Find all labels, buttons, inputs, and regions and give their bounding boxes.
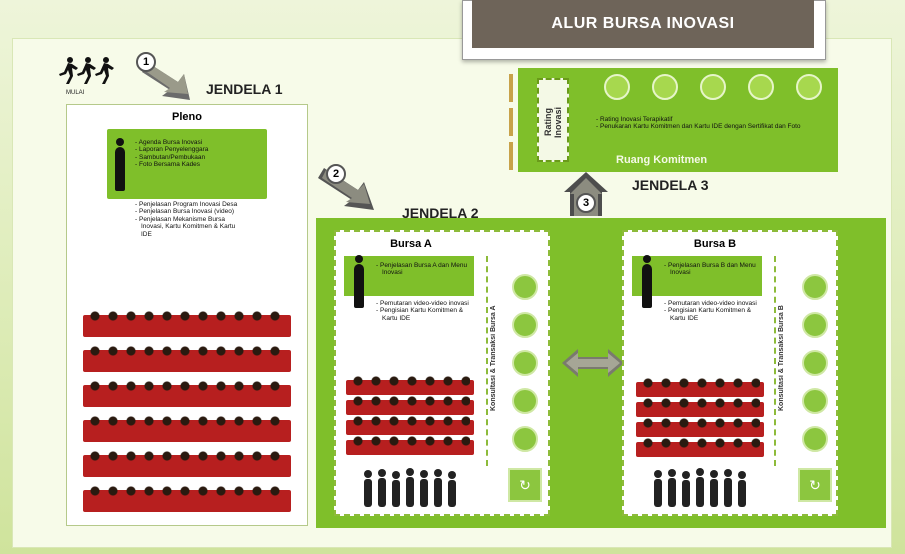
audience-row [346, 376, 474, 395]
runners-icon [58, 56, 120, 91]
step1-arrow [130, 56, 200, 107]
bursa-a-speaker-box: Penjelasan Bursa A dan Menu Inovasi [344, 255, 474, 308]
audience-row [636, 378, 764, 397]
step2-badge: 2 [326, 164, 346, 184]
bursa-a-list: Pemutaran video-video inovasi Pengisian … [376, 300, 472, 322]
divider-bar [509, 108, 513, 136]
bursa-b-title: Bursa B [693, 238, 737, 250]
audience-row [636, 398, 764, 417]
pleno-title: Pleno [172, 111, 202, 123]
audience-row [83, 486, 291, 512]
divider-dashed [486, 256, 488, 466]
people-group-icon [360, 468, 460, 513]
bursa-b-list: Pemutaran video-video inovasi Pengisian … [664, 300, 760, 322]
list-item: Pengisian Kartu Komitmen & Kartu IDE [376, 307, 472, 322]
consult-circle [802, 350, 828, 376]
komitmen-circle [604, 74, 630, 100]
bursa-b-speaker-list: Penjelasan Bursa B dan Menu Inovasi [664, 262, 758, 277]
list-item: Penukaran Kartu Komitmen dan Kartu IDE d… [596, 123, 826, 130]
list-item: Agenda Bursa Inovasi [135, 139, 263, 146]
list-item: Penjelasan Bursa B dan Menu Inovasi [664, 262, 758, 277]
komitmen-circle [796, 74, 822, 100]
consult-circle [512, 312, 538, 338]
step1-badge: 1 [136, 52, 156, 72]
step3-badge: 3 [576, 193, 596, 213]
jendela3-label: JENDELA 3 [632, 177, 709, 193]
list-item: Penjelasan Bursa Inovasi (video) [135, 208, 245, 215]
list-item: Rating Inovasi Terapikatif [596, 116, 826, 123]
komitmen-circle [748, 74, 774, 100]
audience-row [83, 451, 291, 477]
jendela2-label: JENDELA 2 [402, 205, 479, 221]
list-item: Penjelasan Mekanisme Bursa Inovasi, Kart… [135, 216, 245, 238]
exchange-arrow [560, 346, 626, 385]
list-item: Foto Bersama Kades [135, 161, 263, 168]
pleno-list: Penjelasan Program Inovasi Desa Penjelas… [135, 201, 245, 238]
rating-box: Rating Inovasi [537, 78, 569, 162]
list-item: Sambutan/Pembukaan [135, 154, 263, 161]
bursa-a-panel: Bursa A Penjelasan Bursa A dan Menu Inov… [334, 230, 550, 516]
ruang-komitmen-label: Ruang Komitmen [616, 154, 708, 166]
list-item: Penjelasan Bursa A dan Menu Inovasi [376, 262, 470, 277]
komitmen-list: Rating Inovasi Terapikatif Penukaran Kar… [596, 116, 826, 131]
consult-circle [512, 388, 538, 414]
consult-circle [512, 274, 538, 300]
audience-row [636, 418, 764, 437]
speaker-icon [115, 138, 125, 191]
audience-row [636, 438, 764, 457]
audience-row [346, 436, 474, 455]
divider-bar [509, 142, 513, 170]
list-item: Pemutaran video-video inovasi [664, 300, 760, 307]
list-item: Pemutaran video-video inovasi [376, 300, 472, 307]
consult-circle [802, 312, 828, 338]
list-item: Penjelasan Program Inovasi Desa [135, 201, 245, 208]
start-label: MULAI [66, 90, 85, 96]
step2-arrow [312, 160, 386, 217]
komitmen-circle [700, 74, 726, 100]
pleno-panel: Pleno Agenda Bursa Inovasi Laporan Penye… [66, 104, 308, 526]
pleno-speaker-list: Agenda Bursa Inovasi Laporan Penyelengga… [135, 139, 263, 169]
jendela2-panel: Bursa A Penjelasan Bursa A dan Menu Inov… [316, 218, 886, 528]
audience-row [83, 311, 291, 337]
audience-row [83, 381, 291, 407]
consult-circle [802, 388, 828, 414]
speaker-icon [642, 255, 652, 308]
people-group-icon [650, 468, 750, 513]
jendela1-label: JENDELA 1 [206, 81, 283, 97]
consult-circle [802, 426, 828, 452]
diagram-title: ALUR BURSA INOVASI [472, 0, 814, 48]
refresh-icon: ↻ [508, 468, 542, 502]
bursa-b-speaker-box: Penjelasan Bursa B dan Menu Inovasi [632, 255, 762, 308]
audience-row [83, 416, 291, 442]
pleno-speaker-box: Agenda Bursa Inovasi Laporan Penyelengga… [107, 129, 267, 199]
consult-circle [512, 350, 538, 376]
speaker-icon [354, 255, 364, 308]
bursa-a-side-label: Konsultasi & Transaksi Bursa A [490, 305, 497, 411]
list-item: Pengisian Kartu Komitmen & Kartu IDE [664, 307, 760, 322]
consult-circle [512, 426, 538, 452]
bursa-b-panel: Bursa B Penjelasan Bursa B dan Menu Inov… [622, 230, 838, 516]
divider-dashed [774, 256, 776, 466]
bursa-a-speaker-list: Penjelasan Bursa A dan Menu Inovasi [376, 262, 470, 277]
komitmen-circle [652, 74, 678, 100]
rating-label: Rating Inovasi [543, 106, 563, 138]
consult-circle [802, 274, 828, 300]
audience-row [346, 416, 474, 435]
divider-bar [509, 74, 513, 102]
audience-row [83, 346, 291, 372]
list-item: Laporan Penyelenggara [135, 146, 263, 153]
bursa-b-side-label: Konsultasi & Transaksi Bursa B [778, 305, 785, 411]
refresh-icon: ↻ [798, 468, 832, 502]
bursa-a-title: Bursa A [390, 238, 432, 250]
audience-row [346, 396, 474, 415]
